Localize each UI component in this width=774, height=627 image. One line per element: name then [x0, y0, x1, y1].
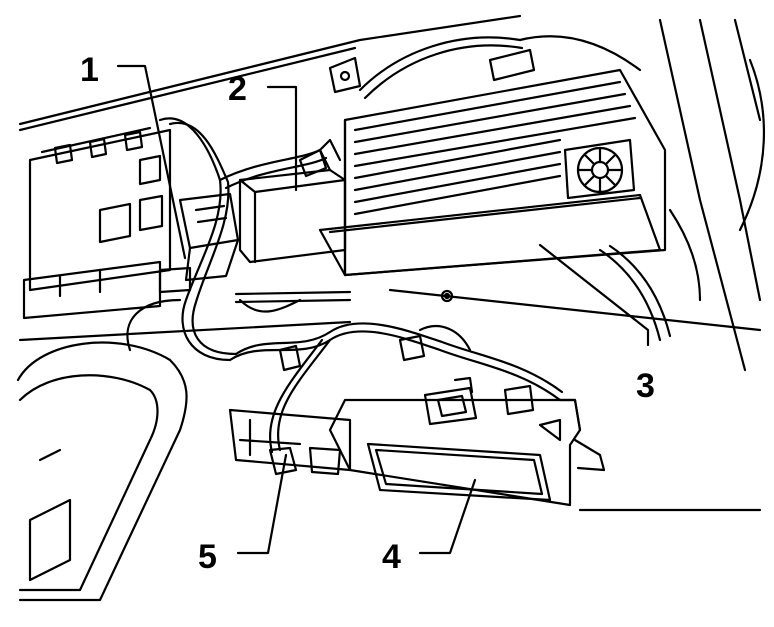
callout-leaders — [116, 64, 650, 555]
callout-3: 3 — [636, 367, 655, 405]
callout-2: 2 — [228, 70, 247, 108]
foreground-console — [16, 341, 188, 602]
callout-5: 5 — [198, 538, 217, 576]
wiring-harness — [126, 35, 702, 454]
part-5-connector — [228, 408, 352, 476]
part-1-connector — [158, 192, 240, 294]
callout-labels: 1 2 3 4 5 — [80, 51, 655, 576]
callout-1: 1 — [80, 51, 99, 89]
part-3-amplifier — [318, 68, 667, 277]
left-head-unit — [22, 126, 172, 320]
vehicle-body-outline — [18, 14, 766, 512]
part-4-control-unit — [328, 376, 606, 507]
callout-4: 4 — [382, 538, 401, 576]
